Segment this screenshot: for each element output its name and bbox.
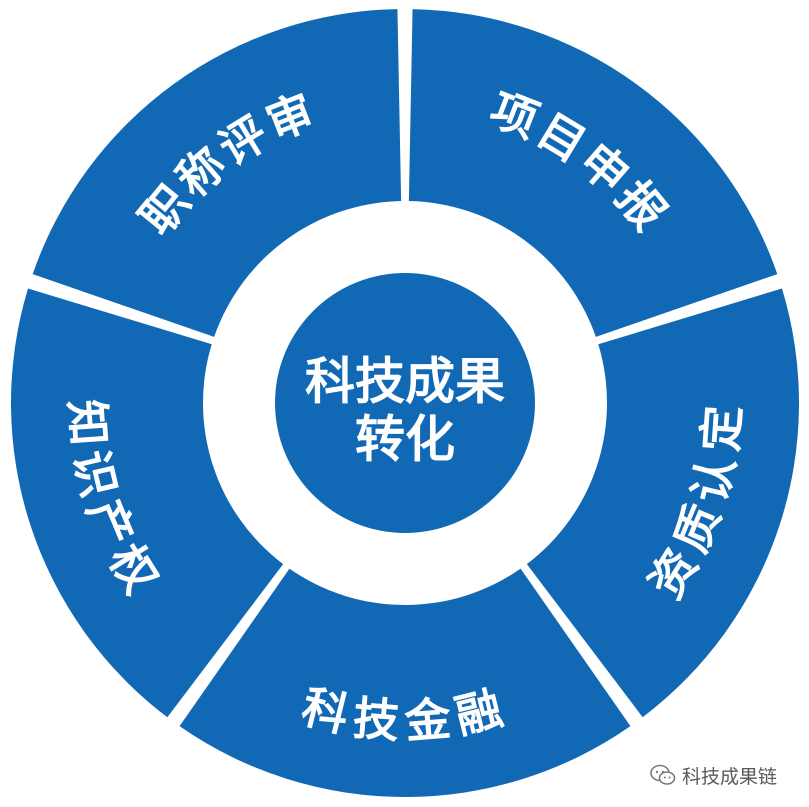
watermark-text: 科技成果链 xyxy=(682,765,778,788)
ring-segment xyxy=(11,288,284,718)
watermark: 科技成果链 xyxy=(650,760,777,790)
ring-segment xyxy=(32,9,402,337)
ring-segments xyxy=(11,9,799,797)
ring-segment xyxy=(179,568,631,797)
ring-segment xyxy=(408,9,778,337)
center-disc xyxy=(275,273,535,533)
ring-segment xyxy=(526,288,799,718)
center-label-line1: 科技成果 xyxy=(305,353,505,411)
wechat-icon xyxy=(650,764,676,785)
center-label-line2: 转化 xyxy=(355,411,455,469)
